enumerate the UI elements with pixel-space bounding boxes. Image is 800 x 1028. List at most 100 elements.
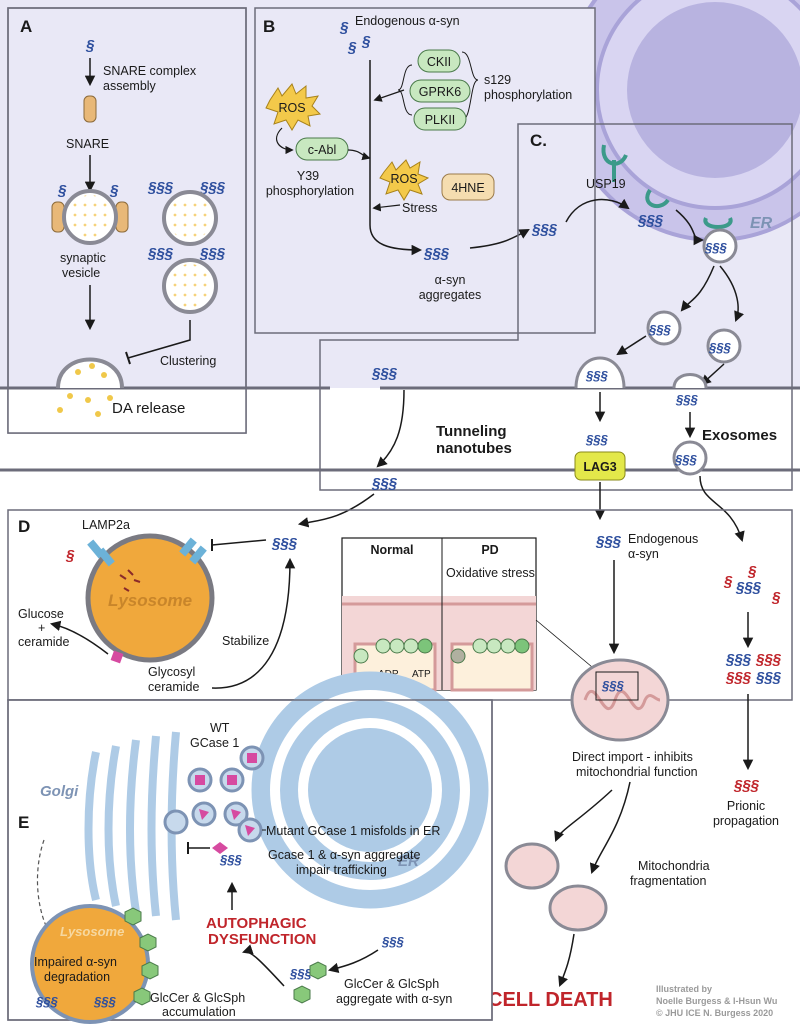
endogenous-asyn-label: Endogenous α-syn [355, 14, 460, 28]
panel-a: A § SNARE complex assembly SNARE § § syn… [7, 7, 247, 434]
svg-text:§§§: §§§ [675, 392, 698, 407]
panel-c: C. §§§ USP19 §§§ ER §§§ §§§ §§§ §§§ §§§ … [319, 123, 793, 492]
svg-text:§§§: §§§ [674, 452, 697, 467]
svg-text:§§§: §§§ [93, 994, 116, 1009]
svg-text:§§§: §§§ [147, 245, 174, 262]
wt-gcase-label: WT [210, 721, 230, 735]
panel-d-label: D [18, 517, 30, 536]
svg-text:mitochondrial function: mitochondrial function [576, 765, 698, 779]
alpha-syn-icon: § [85, 37, 95, 54]
mito-fragment [548, 884, 608, 932]
er-nucleus [308, 728, 432, 852]
svg-text:4HNE: 4HNE [451, 181, 484, 195]
svg-text:aggregate with α-syn: aggregate with α-syn [336, 992, 452, 1006]
svg-text:§: § [65, 547, 75, 564]
svg-text:§§§: §§§ [381, 934, 404, 949]
autophagic-label: AUTOPHAGIC [206, 915, 307, 932]
svg-text:§§§: §§§ [585, 368, 608, 383]
svg-text:degradation: degradation [44, 970, 110, 984]
golgi-label: Golgi [40, 783, 79, 800]
svg-text:§§§: §§§ [725, 651, 752, 668]
panel-a-label: A [20, 17, 32, 36]
svg-text:Lysosome: Lysosome [60, 924, 124, 939]
svg-text:α-syn: α-syn [628, 547, 659, 561]
da-release-label: DA release [112, 400, 185, 417]
svg-text:§§§: §§§ [585, 432, 608, 447]
mitochondrion: §§§ [570, 658, 670, 742]
mito-fragmentation-label: Mitochondria [638, 859, 710, 873]
panel-d: D Lysosome LAMP2a § §§§ Glucose + cerami… [7, 509, 793, 701]
mitochondria-inset: Normal PD Oxidative stress ADP ATP [341, 537, 537, 692]
gprk6-kinase [409, 79, 471, 103]
gcase-asyn-label: Gcase 1 & α-syn aggregate [268, 848, 420, 862]
svg-text:ceramide: ceramide [18, 635, 69, 649]
svg-text:§§§: §§§ [601, 678, 624, 693]
svg-text:aggregates: aggregates [419, 288, 482, 302]
prion-propagation: § § §§§ § §§§ §§§ §§§ §§§ §§§ Prionic pr… [713, 563, 782, 828]
prionic-label: Prionic [727, 799, 765, 813]
svg-text:§: § [109, 182, 119, 199]
svg-text:impair trafficking: impair trafficking [296, 863, 387, 877]
s129-label: s129 [484, 73, 511, 87]
svg-text:§: § [771, 589, 781, 606]
fusion-pore [56, 357, 124, 389]
snare-protein [83, 95, 97, 123]
svg-text:§§§: §§§ [708, 340, 731, 355]
svg-text:+: + [38, 621, 45, 635]
svg-text:§§§: §§§ [199, 179, 226, 196]
er-e-label: ER [398, 853, 419, 870]
svg-text:§: § [339, 19, 349, 36]
tunneling-label: Tunneling [436, 423, 507, 440]
glccer-accumulation-label: GlcCer & GlcSph [150, 991, 245, 1005]
assembly-label: assembly [103, 79, 157, 93]
svg-text:phosphorylation: phosphorylation [484, 88, 572, 102]
lag3-receptor[interactable] [574, 451, 626, 481]
svg-text:§§§: §§§ [704, 240, 727, 255]
svg-text:Illustrated by: Illustrated by [656, 984, 712, 994]
cell-death-label: CELL DEATH [488, 989, 613, 1011]
svg-text:DYSFUNCTION: DYSFUNCTION [208, 931, 316, 948]
exosome [672, 440, 708, 476]
svg-text:fragmentation: fragmentation [630, 874, 706, 888]
endogenous-asyn-mito-label: Endogenous [628, 532, 698, 546]
normal-label: Normal [370, 543, 413, 557]
ros-stress-star [379, 159, 430, 201]
clustering-label: Clustering [160, 354, 216, 368]
asyn-aggregate-icon: §§§ [423, 245, 450, 262]
panel-b: B § § § Endogenous α-syn CKII GPRK6 PLKI… [254, 7, 596, 334]
svg-text:§: § [347, 39, 357, 56]
lamp2a-label: LAMP2a [82, 518, 130, 532]
snare-label: SNARE [66, 137, 109, 151]
pd-label: PD [481, 543, 498, 557]
svg-text:GPRK6: GPRK6 [419, 85, 461, 99]
cabl-kinase [295, 137, 349, 161]
er-vesicle [702, 228, 738, 264]
svg-text:§: § [723, 573, 733, 590]
svg-text:§§§: §§§ [637, 212, 664, 229]
svg-text:© JHU ICE N. Burgess 2020: © JHU ICE N. Burgess 2020 [656, 1008, 773, 1018]
svg-text:§: § [57, 182, 67, 199]
lysosome [85, 533, 215, 663]
svg-text:c-Abl: c-Abl [308, 143, 336, 157]
direct-import-label: Direct import - inhibits [572, 750, 693, 764]
svg-text:§: § [361, 33, 371, 50]
stabilize-label: Stabilize [222, 634, 269, 648]
panel-e: Golgi ER E WT GCase 1 Mutant GCase 1 mis… [7, 671, 493, 1024]
usp19-protein [601, 144, 628, 166]
svg-text:ceramide: ceramide [148, 680, 199, 694]
svg-text:§§§: §§§ [199, 245, 226, 262]
svg-text:§§§: §§§ [35, 994, 58, 1009]
er-label: ER [750, 215, 773, 232]
svg-text:§§§: §§§ [755, 651, 782, 668]
stress-label: Stress [402, 201, 437, 215]
4hne-box [441, 173, 495, 201]
atp-label: ATP [412, 669, 431, 680]
svg-text:ROS: ROS [390, 172, 417, 186]
svg-text:nanotubes: nanotubes [436, 440, 512, 457]
usp19-label: USP19 [586, 177, 626, 191]
credits: Illustrated by Noelle Burgess & I-Hsun W… [656, 984, 777, 1018]
snare-complex-label: SNARE complex [103, 64, 197, 78]
asyn-aggregates-label: α-syn [435, 273, 466, 287]
svg-text:propagation: propagation [713, 814, 779, 828]
